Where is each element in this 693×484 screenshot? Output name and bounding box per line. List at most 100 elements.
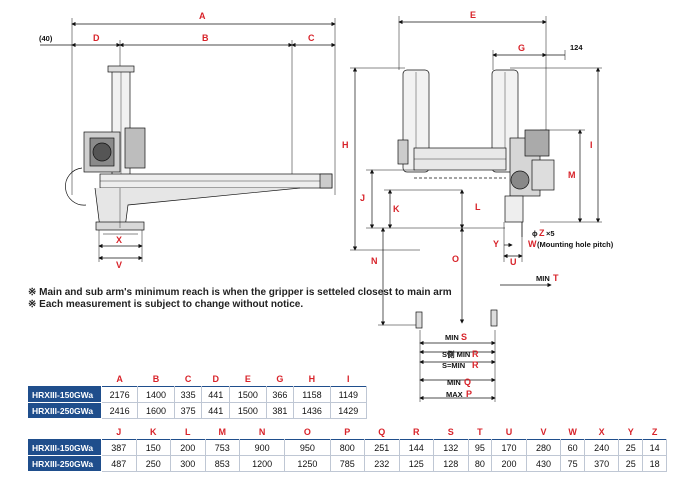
- table-cell: 200: [170, 439, 206, 456]
- max-p-prefix: MAX: [446, 390, 463, 399]
- table-cell: 300: [170, 455, 206, 472]
- table-cell: 95: [467, 439, 493, 456]
- label-y: Y: [493, 239, 499, 249]
- table2-header: S: [447, 426, 454, 437]
- table2-header: V: [540, 426, 547, 437]
- table1-header: H: [308, 373, 316, 384]
- table-cell: 487: [101, 455, 137, 472]
- table-cell: 1400: [137, 386, 175, 403]
- label-t: T: [553, 273, 559, 283]
- table-cell: 1500: [229, 386, 267, 403]
- label-r-2: R: [472, 360, 479, 370]
- front-view-labels: E G 124 H I M J K L N O Y U ϕ Z ×5 W (Mo…: [342, 10, 614, 399]
- front-view: [350, 16, 602, 402]
- table-cell: 853: [204, 455, 240, 472]
- label-m: M: [568, 170, 576, 180]
- table-row: HRXIII-250GWa 487 250 300 853 1200 1250 …: [27, 455, 667, 472]
- table-cell: 430: [525, 455, 562, 472]
- label-c: C: [308, 33, 315, 43]
- model-name: HRXIII-150GWa: [27, 439, 102, 456]
- table-cell: 60: [560, 439, 585, 456]
- w-note: W (Mounting hole pitch): [528, 239, 614, 249]
- table-cell: 785: [329, 455, 366, 472]
- label-offset-40: (40): [39, 34, 53, 43]
- label-b: B: [202, 33, 209, 43]
- model-name: HRXIII-250GWa: [27, 402, 102, 419]
- table2-header: W: [568, 426, 577, 437]
- table2-header: X: [598, 426, 605, 437]
- table-cell: 335: [173, 386, 203, 403]
- min-t-prefix: MIN: [536, 274, 550, 283]
- label-u: U: [510, 257, 517, 267]
- table2-header: R: [413, 426, 420, 437]
- table-cell: 251: [364, 439, 400, 456]
- table2-header: M: [218, 426, 227, 437]
- z-note: ϕ Z ×5: [532, 228, 555, 238]
- table-cell: 370: [583, 455, 620, 472]
- table-cell: 753: [204, 439, 240, 456]
- table-cell: 1429: [329, 402, 368, 419]
- table-cell: 232: [364, 455, 400, 472]
- label-o: O: [452, 254, 459, 264]
- table-row: HRXIII-250GWa 2416 1600 375 441 1500 381…: [27, 402, 368, 419]
- table-cell: 1600: [137, 402, 175, 419]
- table-cell: 1500: [229, 402, 267, 419]
- table-cell: 800: [329, 439, 366, 456]
- table-cell: 2416: [100, 402, 139, 419]
- label-e: E: [470, 10, 476, 20]
- label-k: K: [393, 204, 400, 214]
- label-n: N: [371, 256, 378, 266]
- table1-header: E: [244, 373, 251, 384]
- table-cell: 150: [135, 439, 171, 456]
- table-cell: 200: [491, 455, 527, 472]
- label-a: A: [199, 11, 206, 21]
- label-d: D: [93, 33, 100, 43]
- table-cell: 170: [491, 439, 527, 456]
- table1-header: I: [347, 373, 350, 384]
- label-i: I: [590, 140, 593, 150]
- table2-header: K: [150, 426, 157, 437]
- table1-header: B: [152, 373, 160, 384]
- table-cell: 25: [618, 455, 644, 472]
- table-cell: 14: [642, 439, 667, 456]
- table-cell: 128: [433, 455, 469, 472]
- side-view: [40, 18, 336, 262]
- table1-corner: [28, 371, 102, 387]
- table-cell: 375: [173, 402, 203, 419]
- table2-header: U: [505, 426, 513, 437]
- spec-table-1: A B C D E G H I HRXIII-150GWa 2176 1400 …: [27, 371, 368, 419]
- table-cell: 381: [265, 402, 295, 419]
- min-s-prefix: MIN: [445, 333, 459, 342]
- table2-header: Q: [378, 426, 386, 437]
- table-cell: 144: [398, 439, 435, 456]
- table-row: HRXIII-150GWa 387 150 200 753 900 950 80…: [27, 439, 667, 456]
- table-cell: 280: [525, 439, 562, 456]
- table2-header: N: [258, 426, 266, 437]
- spec-table-2: J K L M N O P Q R S T U V W X Y Z HRXIII…: [27, 424, 667, 472]
- label-z: Z: [539, 228, 545, 238]
- table-cell: 125: [398, 455, 435, 472]
- note-min-reach: ※ Main and sub arm's minimum reach is wh…: [28, 287, 452, 298]
- model-name: HRXIII-150GWa: [27, 386, 102, 403]
- model-name: HRXIII-250GWa: [27, 455, 102, 472]
- label-w: W: [528, 239, 537, 249]
- s-eq-min-r-prefix: S=MIN: [442, 361, 465, 370]
- s-sub-min-r-prefix: S側 MIN: [442, 349, 470, 359]
- table1-header: D: [212, 373, 220, 384]
- label-124: 124: [570, 43, 583, 52]
- table2-header: L: [185, 426, 191, 437]
- table-cell: 240: [583, 439, 620, 456]
- table-row: HRXIII-150GWa 2176 1400 335 441 1500 366…: [27, 386, 368, 403]
- table1-header: A: [116, 373, 123, 384]
- label-x: X: [116, 235, 122, 245]
- table-cell: 1158: [293, 386, 331, 403]
- z-note-prefix: ϕ: [532, 229, 538, 238]
- table-cell: 80: [467, 455, 493, 472]
- table2-corner: [28, 424, 102, 440]
- label-s: S: [461, 332, 467, 342]
- label-v: V: [116, 260, 122, 270]
- table2-header: Z: [651, 426, 658, 437]
- table-cell: 75: [560, 455, 585, 472]
- table-cell: 2176: [100, 386, 139, 403]
